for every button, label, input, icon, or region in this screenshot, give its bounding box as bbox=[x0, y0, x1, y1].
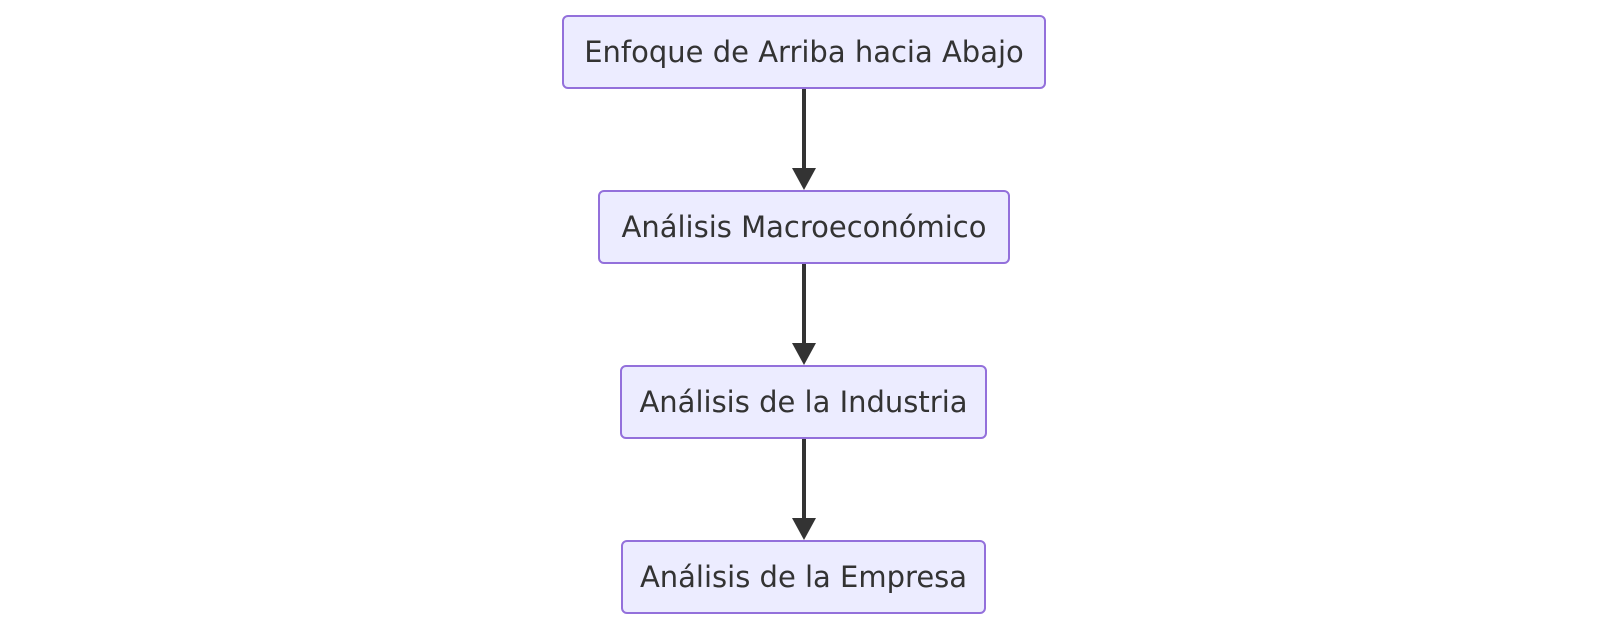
arrowhead-icon bbox=[792, 343, 816, 365]
node-label: Análisis de la Empresa bbox=[639, 560, 968, 594]
node-analisis-macroeconomico: Análisis Macroeconómico bbox=[598, 190, 1010, 264]
edge-n2-n3 bbox=[792, 264, 816, 365]
node-analisis-empresa: Análisis de la Empresa bbox=[621, 540, 986, 614]
node-analisis-industria: Análisis de la Industria bbox=[620, 365, 987, 439]
node-label: Análisis Macroeconómico bbox=[621, 210, 987, 244]
node-enfoque-arriba-abajo: Enfoque de Arriba hacia Abajo bbox=[562, 15, 1046, 89]
edge-n3-n4 bbox=[792, 439, 816, 540]
arrowhead-icon bbox=[792, 518, 816, 540]
edge-n1-n2 bbox=[792, 89, 816, 190]
node-label: Análisis de la Industria bbox=[639, 385, 968, 419]
node-label: Enfoque de Arriba hacia Abajo bbox=[584, 35, 1024, 69]
arrowhead-icon bbox=[792, 168, 816, 190]
